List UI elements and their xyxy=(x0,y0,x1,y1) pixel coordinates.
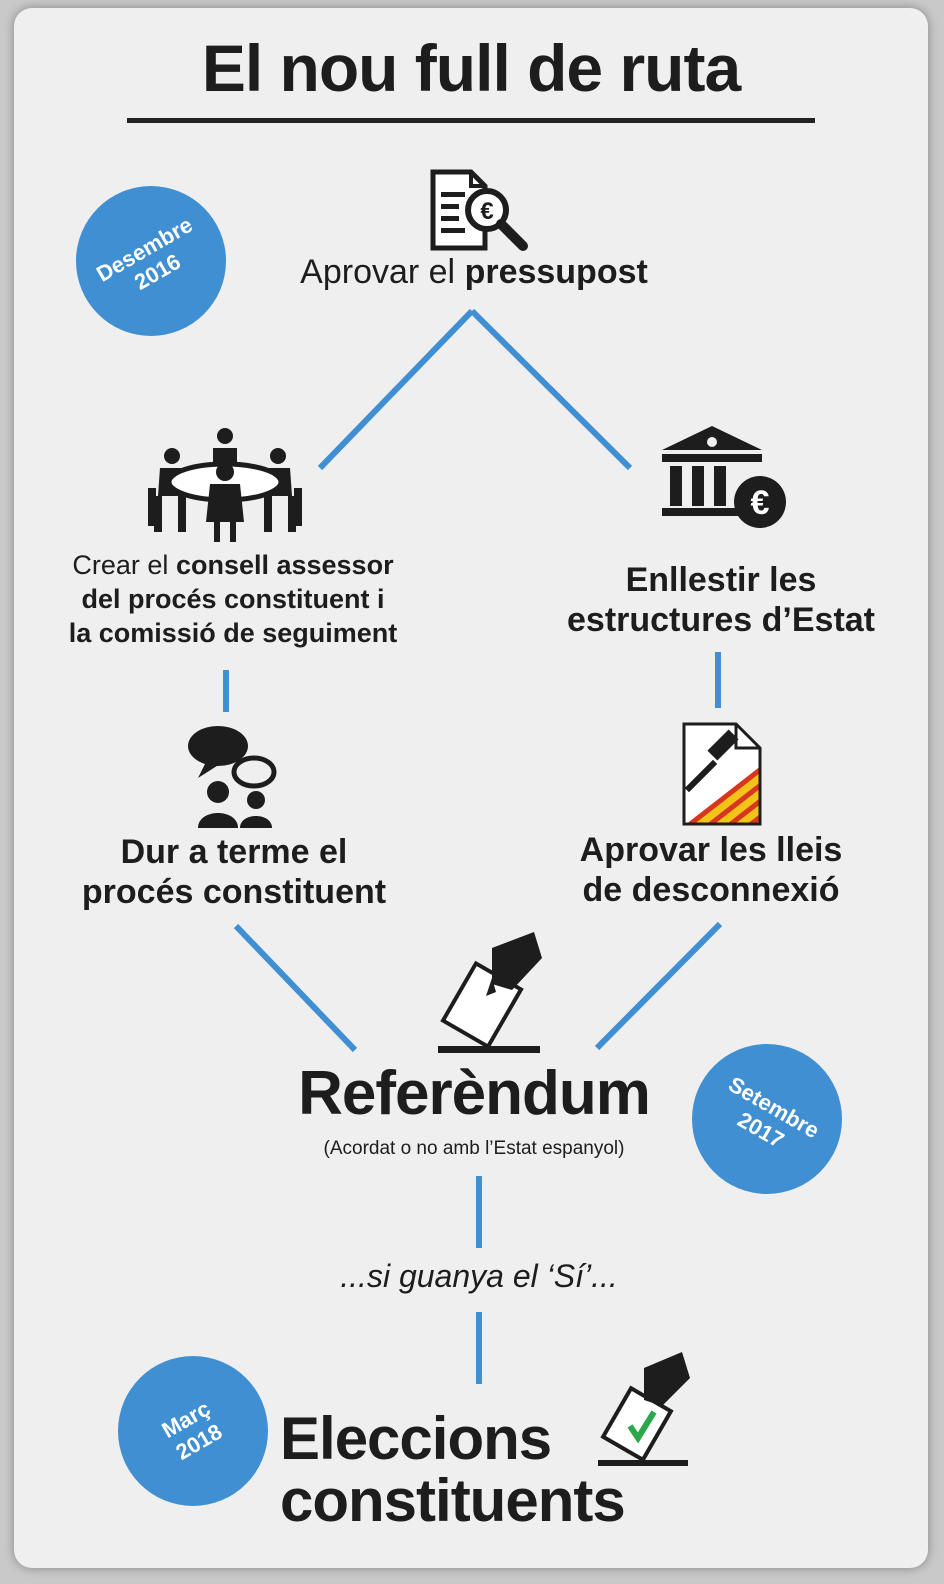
bank-euro-icon: € xyxy=(662,426,786,528)
svg-text:€: € xyxy=(480,198,493,225)
meeting-table-icon xyxy=(148,428,302,542)
condition-text: ...si guanya el ‘Sí’... xyxy=(340,1258,618,1294)
step-disconnection-laws: Aprovar les lleis de desconnexió xyxy=(504,830,918,910)
laws-line1: Aprovar les lleis xyxy=(579,831,843,869)
date-badge-march-2018: Març 2018 xyxy=(118,1356,268,1506)
budget-label-bold: pressupost xyxy=(464,253,648,291)
referendum-title: Referèndum xyxy=(298,1059,651,1128)
step-approve-budget: Aprovar el pressupost xyxy=(214,252,734,292)
elections-line1: Eleccions xyxy=(280,1405,552,1472)
title-underline xyxy=(127,118,815,123)
page-title: El nou full de ruta xyxy=(201,31,741,105)
connector-budget-structures xyxy=(469,308,633,471)
date-badge-september-2017: Setembre 2017 xyxy=(692,1044,842,1194)
connector-process-referendum xyxy=(233,923,358,1053)
structures-line1: Enllestir les xyxy=(625,561,817,599)
step-create-council: Crear el consell assessor del procés con… xyxy=(14,548,452,650)
budget-label-prefix: Aprovar el xyxy=(300,253,465,291)
process-line1: Dur a terme el xyxy=(120,833,348,871)
laws-line2: de desconnexió xyxy=(582,871,840,909)
dialogue-people-icon xyxy=(188,726,277,828)
connector-lines xyxy=(223,308,723,1384)
council-line1-prefix: Crear el xyxy=(72,550,176,580)
connector-budget-council xyxy=(317,308,475,471)
connector-laws-referendum xyxy=(594,921,723,1051)
step-constituent-elections: Eleccions constituents xyxy=(280,1408,700,1532)
process-line2: procés constituent xyxy=(81,873,387,911)
ballot-vote-icon xyxy=(438,932,542,1053)
law-gavel-document-icon xyxy=(682,722,762,826)
referendum-subtitle: (Acordat o no amb l’Estat espanyol) xyxy=(323,1138,625,1159)
budget-document-icon: € xyxy=(430,169,528,251)
step-constituent-process: Dur a terme el procés constituent xyxy=(34,832,434,912)
infographic-card: El nou full de ruta Desembre 2016 € Apro… xyxy=(14,8,928,1568)
council-line2: del procés constituent i xyxy=(81,584,385,614)
elections-line2: constituents xyxy=(280,1467,626,1534)
council-line1-bold: consell assessor xyxy=(175,550,394,580)
structures-line2: estructures d’Estat xyxy=(567,601,875,639)
step-state-structures: Enllestir les estructures d’Estat xyxy=(514,560,928,640)
council-line3: la comissió de seguiment xyxy=(68,618,398,648)
ballot-check-icon xyxy=(598,1352,690,1466)
svg-text:€: € xyxy=(751,484,770,522)
date-badge-december-2016: Desembre 2016 xyxy=(76,186,226,336)
